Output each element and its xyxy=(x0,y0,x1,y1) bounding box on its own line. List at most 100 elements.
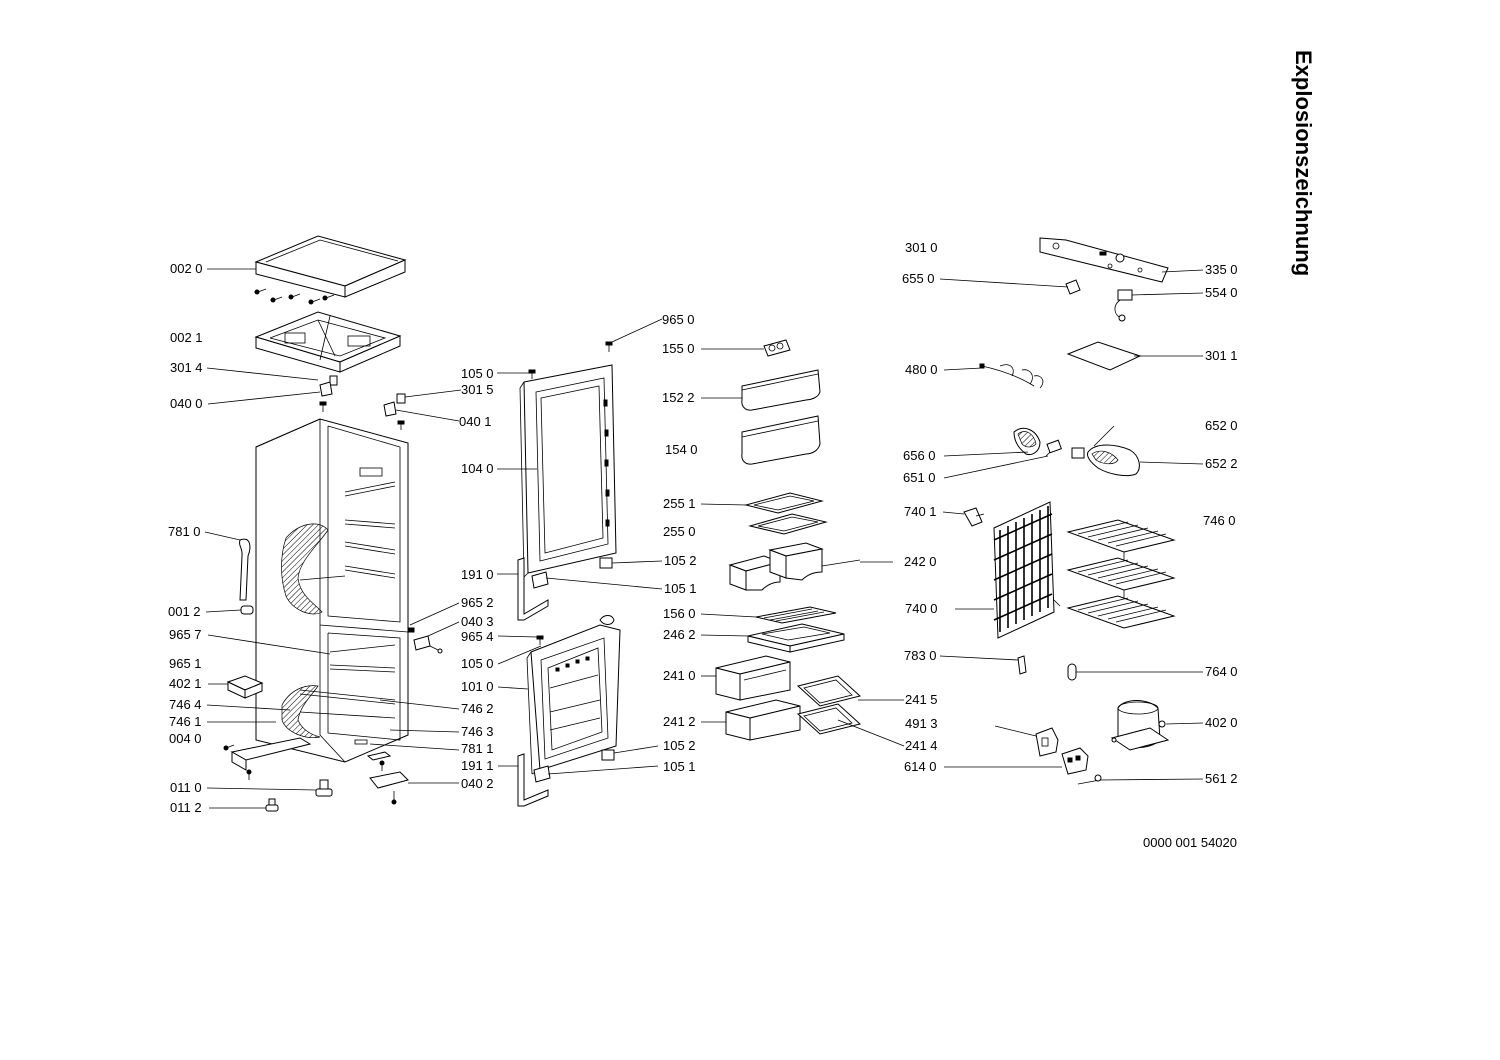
bottom-hinge-part xyxy=(366,751,409,805)
part-label: 491 3 xyxy=(905,716,938,731)
part-label: 554 0 xyxy=(1205,285,1238,300)
door-strip-lower xyxy=(517,753,549,807)
part-label: 301 4 xyxy=(170,360,203,375)
door-hinge-lower xyxy=(533,765,551,783)
glass-shelf-part xyxy=(744,492,824,514)
door-shelf-upper-part xyxy=(741,369,821,411)
compressor-part xyxy=(1110,700,1170,751)
part-label: 191 1 xyxy=(461,758,494,773)
part-label: 655 0 xyxy=(902,271,935,286)
part-label: 105 0 xyxy=(461,656,494,671)
part-label: 004 0 xyxy=(169,731,202,746)
part-label: 155 0 xyxy=(662,341,695,356)
part-label: 105 1 xyxy=(663,759,696,774)
part-label: 561 2 xyxy=(1205,771,1238,786)
technical-group xyxy=(963,237,1176,785)
crisper-drawer-upper-part xyxy=(715,655,791,701)
part-label: 746 2 xyxy=(461,701,494,716)
part-label: 783 0 xyxy=(904,648,937,663)
hinge-bracket-parts xyxy=(319,375,406,430)
part-label: 040 3 xyxy=(461,614,494,629)
part-label: 965 0 xyxy=(662,312,695,327)
door-strip-upper xyxy=(517,557,549,621)
part-label: 652 0 xyxy=(1205,418,1238,433)
lamp-housing-part xyxy=(1071,425,1140,477)
light-bulb-part xyxy=(1045,439,1062,457)
control-box-part xyxy=(226,675,264,699)
part-label: 191 0 xyxy=(461,567,494,582)
part-label: 156 0 xyxy=(663,606,696,621)
lamp-holder-part xyxy=(1065,279,1081,295)
door-hinge-upper xyxy=(531,571,549,589)
condenser-part xyxy=(993,501,1061,639)
crisper-shelf-part xyxy=(747,623,845,653)
base-plate-part xyxy=(223,737,312,780)
door-handle-part xyxy=(599,615,615,625)
part-label: 242 0 xyxy=(904,554,937,569)
top-cover-part xyxy=(254,235,407,298)
part-label: 002 1 xyxy=(170,330,203,345)
upper-door-part xyxy=(519,364,617,578)
part-label: 965 2 xyxy=(461,595,494,610)
drawer-front-lower-part xyxy=(796,703,862,735)
cabinet-body xyxy=(255,418,409,763)
drawer-front-upper-part xyxy=(796,675,862,707)
hose-part xyxy=(1017,655,1027,675)
crisper-cover-part xyxy=(755,606,837,624)
cover-plate-part xyxy=(1066,341,1142,371)
part-label: 040 1 xyxy=(459,414,492,429)
part-label: 241 4 xyxy=(905,738,938,753)
lamp-cover-part xyxy=(1013,427,1041,455)
part-label: 040 0 xyxy=(170,396,203,411)
part-label: 002 0 xyxy=(170,261,203,276)
part-label: 105 0 xyxy=(461,366,494,381)
starter-part xyxy=(1061,747,1089,775)
part-label: 965 7 xyxy=(169,627,202,642)
thermostat-part xyxy=(1114,289,1133,322)
part-label: 614 0 xyxy=(904,759,937,774)
part-label: 335 0 xyxy=(1205,262,1238,277)
part-label: 480 0 xyxy=(905,362,938,377)
accessories-group xyxy=(715,339,862,741)
part-label: 764 0 xyxy=(1205,664,1238,679)
top-door-screw xyxy=(605,341,613,352)
part-label: 241 0 xyxy=(663,668,696,683)
part-label: 965 4 xyxy=(461,629,494,644)
part-label: 651 0 xyxy=(903,470,936,485)
part-label: 301 1 xyxy=(1205,348,1238,363)
part-label: 104 0 xyxy=(461,461,494,476)
door-hinge-cover-lower xyxy=(601,749,615,761)
part-label: 402 1 xyxy=(169,676,202,691)
part-label: 011 0 xyxy=(170,780,202,795)
egg-tray-part xyxy=(763,339,791,357)
top-frame-part xyxy=(254,311,402,373)
control-panel-part xyxy=(1039,237,1169,283)
part-label: 255 0 xyxy=(663,524,696,539)
part-label: 001 2 xyxy=(168,604,201,619)
part-label: 746 3 xyxy=(461,724,494,739)
relay-part xyxy=(1035,727,1059,757)
document-number: 0000 001 54020 xyxy=(1143,835,1237,850)
part-label: 656 0 xyxy=(903,448,936,463)
middle-hinge-part xyxy=(407,627,443,654)
lower-door-screw xyxy=(536,635,544,645)
service-valve-part xyxy=(1077,774,1102,785)
drain-tube-part xyxy=(239,538,251,601)
filter-dryer-part xyxy=(1067,663,1077,681)
part-label: 781 1 xyxy=(461,741,494,756)
part-label: 101 0 xyxy=(461,679,494,694)
part-label: 652 2 xyxy=(1205,456,1238,471)
part-label: 746 4 xyxy=(169,697,202,712)
part-label: 241 5 xyxy=(905,692,938,707)
cable-harness-part xyxy=(979,363,1044,389)
part-label: 740 0 xyxy=(905,601,938,616)
part-label: 781 0 xyxy=(168,524,201,539)
freezer-drawers-part xyxy=(728,542,861,591)
part-label: 965 1 xyxy=(169,656,202,671)
evaporator-clip-part xyxy=(963,507,985,527)
part-label: 402 0 xyxy=(1205,715,1238,730)
part-label: 152 2 xyxy=(662,390,695,405)
part-label: 105 1 xyxy=(664,581,697,596)
door-screw-upper xyxy=(528,369,536,379)
